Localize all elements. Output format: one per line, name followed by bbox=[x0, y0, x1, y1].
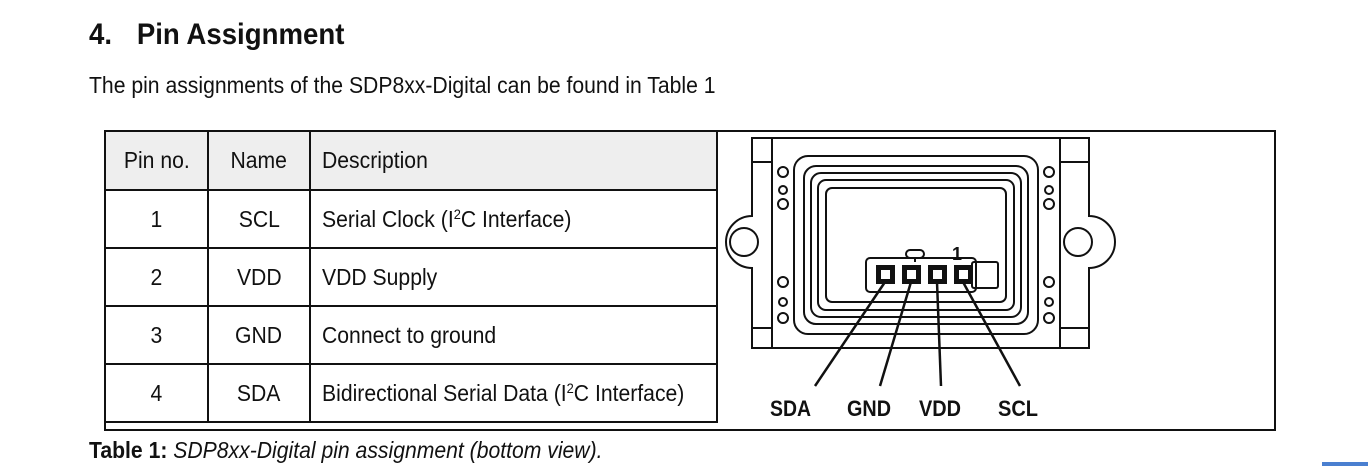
pin-label-sda: SDA bbox=[770, 396, 811, 421]
table-caption: Table 1: SDP8xx-Digital pin assignment (… bbox=[89, 437, 603, 464]
pin-description-cell: VDD Supply bbox=[309, 247, 718, 307]
pin-description-cell: Serial Clock (I2C Interface) bbox=[309, 189, 718, 249]
pin-assignment-table: Pin no. Name Description 1 SCL Serial Cl… bbox=[104, 130, 718, 423]
mounting-hole-left bbox=[729, 227, 759, 257]
pin-name-cell: SDA bbox=[207, 363, 311, 423]
table-row: 4 SDA Bidirectional Serial Data (I2C Int… bbox=[104, 363, 718, 423]
table-row: 2 VDD VDD Supply bbox=[104, 247, 718, 307]
pin-name-cell: SCL bbox=[207, 189, 311, 249]
section-heading: 4. Pin Assignment bbox=[89, 18, 344, 52]
section-title: Pin Assignment bbox=[136, 18, 345, 51]
corner-accent bbox=[1322, 462, 1368, 466]
pin-number-cell: 1 bbox=[104, 189, 209, 249]
intro-paragraph: The pin assignments of the SDP8xx-Digita… bbox=[89, 72, 716, 98]
pin-name-cell: VDD bbox=[207, 247, 311, 307]
sensor-housing-outline bbox=[725, 137, 1116, 349]
pin-number-cell: 4 bbox=[104, 363, 209, 423]
pin-description-cell: Connect to ground bbox=[309, 305, 718, 365]
header-pin-no: Pin no. bbox=[104, 130, 209, 191]
pin-label-scl: SCL bbox=[998, 396, 1038, 421]
sensor-bottom-view-diagram: 1 SDA GND VDD SCL bbox=[725, 137, 1116, 421]
pin-1-marker: 1 bbox=[952, 244, 962, 264]
header-name: Name bbox=[207, 130, 311, 191]
pin-label-vdd: VDD bbox=[919, 396, 961, 421]
leader-line-scl bbox=[961, 281, 1022, 387]
pin-name-cell: GND bbox=[207, 305, 311, 365]
pin-number-cell: 2 bbox=[104, 247, 209, 307]
section-number: 4. bbox=[89, 18, 113, 51]
caption-label: Table 1: bbox=[89, 437, 168, 463]
caption-text: SDP8xx-Digital pin assignment (bottom vi… bbox=[173, 437, 603, 463]
header-description: Description bbox=[309, 130, 718, 191]
leader-line-vdd bbox=[935, 281, 943, 387]
leader-line-sda bbox=[813, 281, 887, 387]
pin-label-gnd: GND bbox=[847, 396, 891, 421]
table-row: 1 SCL Serial Clock (I2C Interface) bbox=[104, 189, 718, 249]
leader-line-gnd bbox=[878, 281, 913, 387]
pin-description-cell: Bidirectional Serial Data (I2C Interface… bbox=[309, 363, 718, 423]
pin-number-cell: 3 bbox=[104, 305, 209, 365]
table-row: 3 GND Connect to ground bbox=[104, 305, 718, 365]
table-header-row: Pin no. Name Description bbox=[104, 130, 718, 191]
mounting-hole-right bbox=[1063, 227, 1093, 257]
